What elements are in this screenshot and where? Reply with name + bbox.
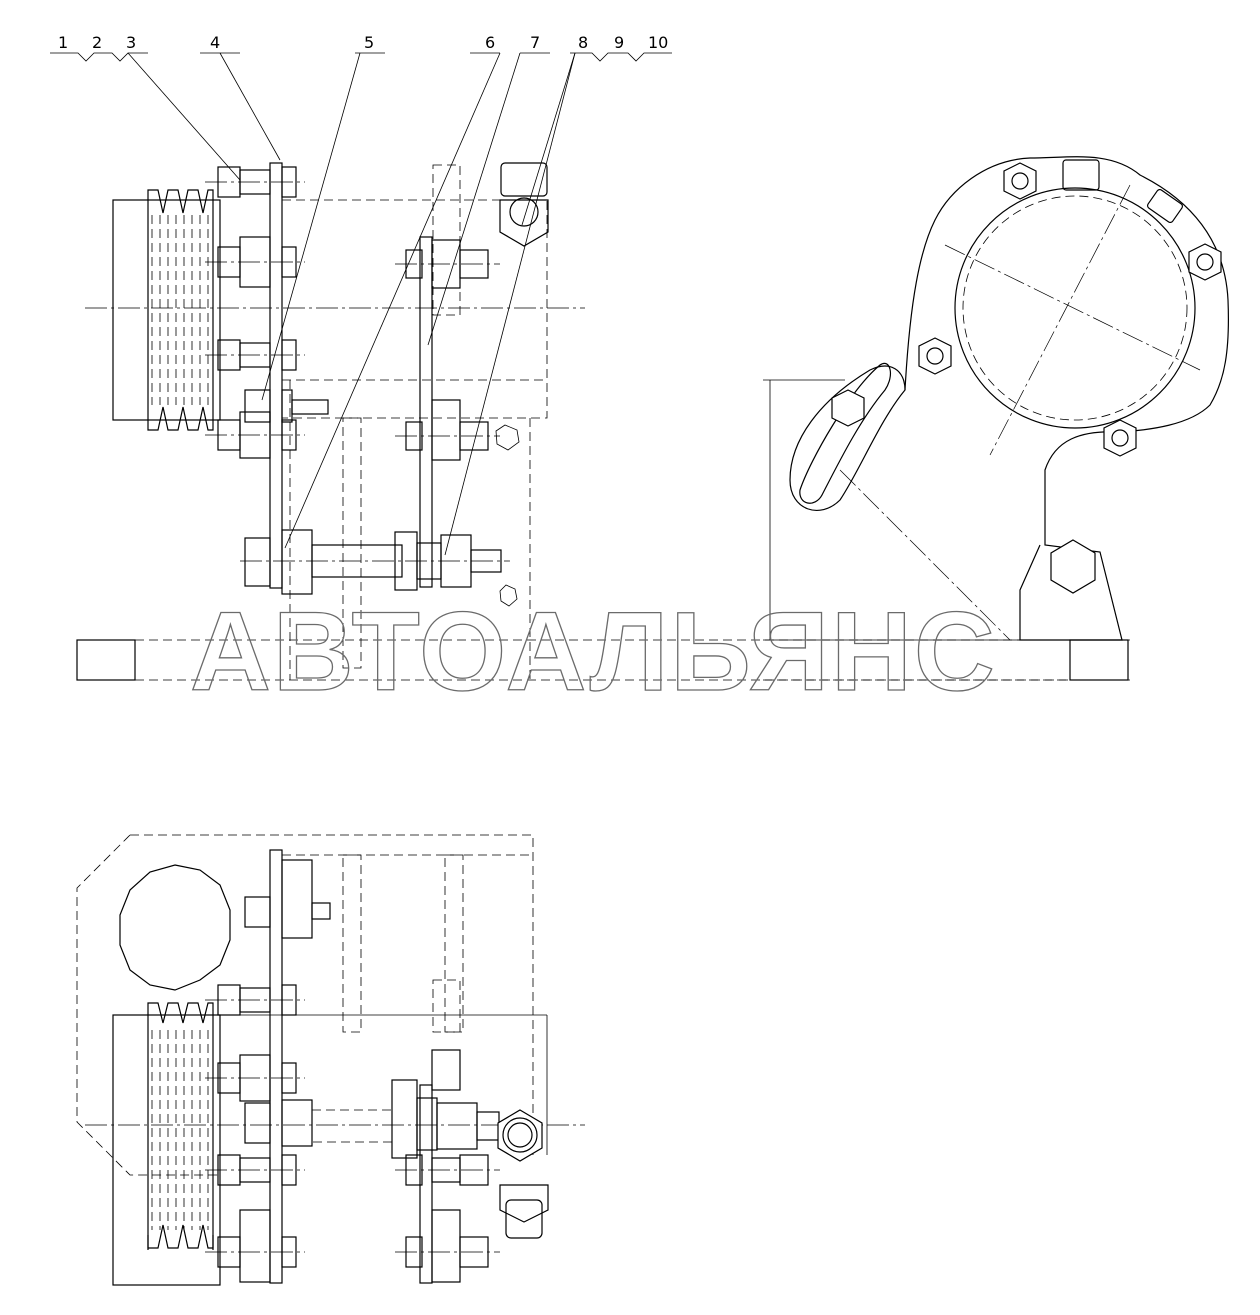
bolt-group-right (405, 239, 489, 461)
callout-7: 7 (530, 33, 540, 52)
callout-10: 10 (648, 33, 668, 52)
side-bolts (831, 162, 1222, 594)
callout-2: 2 (92, 33, 102, 52)
side-view (763, 156, 1229, 681)
callout-4: 4 (210, 33, 220, 52)
callout-3: 3 (126, 33, 136, 52)
front-view (85, 162, 585, 680)
callout-8: 8 (578, 33, 588, 52)
callout-leaders (50, 52, 672, 556)
callout-numbers: 1 2 3 4 5 6 7 8 9 10 (58, 33, 668, 52)
middle-band (76, 639, 1129, 681)
watermark: АВТОАЛЬЯНС (190, 589, 997, 714)
bottom-view (76, 834, 585, 1286)
callout-6: 6 (485, 33, 495, 52)
bolt-group-left (217, 166, 329, 595)
callout-5: 5 (364, 33, 374, 52)
callout-1: 1 (58, 33, 68, 52)
callout-9: 9 (614, 33, 624, 52)
